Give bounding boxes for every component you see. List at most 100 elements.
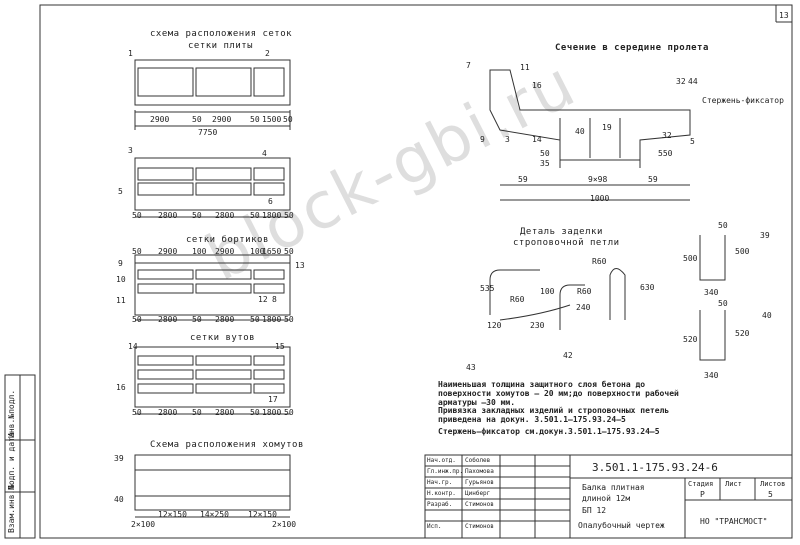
callout-39: 39 (114, 454, 124, 463)
slab-mesh-title: сетки плиты (188, 41, 254, 51)
dim: 1000 (590, 194, 610, 203)
callout: 3 (505, 135, 510, 144)
dim: 1650 (262, 247, 282, 256)
dim-1500: 1500 (262, 115, 282, 124)
dim: 2900 (158, 247, 178, 256)
item-name-4: Опалубочный чертеж (578, 521, 665, 530)
callout-11: 11 (116, 296, 126, 305)
vut-mesh-title: сетки вутов (190, 333, 256, 343)
dim: 50 (250, 315, 260, 324)
dim: 520 (735, 329, 750, 338)
note-embed: Привязка закладных изделий и строповочны… (438, 406, 670, 425)
dim: 50 (132, 247, 142, 256)
role: Гл.инж.пр. (427, 468, 464, 475)
callout: 5 (690, 137, 695, 146)
callout: 16 (532, 81, 542, 90)
dim: 14×250 (200, 510, 229, 519)
dim: 340 (704, 371, 719, 380)
dim: 230 (530, 321, 545, 330)
dim: 50 (718, 299, 728, 308)
dim: 630 (640, 283, 655, 292)
dim: 12×150 (248, 510, 277, 519)
dim: 2900 (215, 247, 235, 256)
callout: 9 (480, 135, 485, 144)
callout: 39 (760, 231, 770, 240)
sheet-frame (39, 4, 793, 539)
doc-code: 3.501.1-175.93.24-6 (592, 461, 718, 474)
dim: 2×100 (131, 520, 156, 529)
callout-3: 3 (128, 146, 133, 155)
dim: R60 (577, 287, 592, 296)
item-name-3: БП 12 (582, 506, 607, 515)
callout: 14 (532, 135, 542, 144)
dim-2900b: 2900 (212, 115, 232, 124)
dim: 50 (250, 211, 260, 220)
dim-2900a: 2900 (150, 115, 170, 124)
callout: 32 (662, 131, 672, 140)
dim: 2×100 (272, 520, 297, 529)
callout-4: 4 (262, 149, 267, 158)
sidebar-label-inv: Инв.№подл. (7, 389, 16, 438)
sheet-label: Лист (725, 480, 742, 488)
callout-15: 15 (275, 342, 285, 351)
person: Стимонов (465, 523, 494, 530)
callout: 11 (520, 63, 530, 72)
dim: 50 (284, 247, 294, 256)
dim: 500 (683, 254, 698, 263)
person: Стимонов (465, 501, 494, 508)
dim: 2800 (158, 315, 178, 324)
role: Нач.гр. (427, 479, 453, 486)
section-title: Сечение в середине пролета (555, 43, 709, 53)
dim: 50 (250, 408, 260, 417)
side-mesh-title: сетки бортиков (186, 235, 269, 245)
note-fixer: Стержень–фиксатор см.докун.3.501.1–175.9… (438, 427, 660, 436)
callout: 19 (602, 123, 612, 132)
person: Цинберг (465, 490, 491, 497)
person: Пахомова (465, 468, 494, 475)
role: Нач.отд. (427, 457, 456, 464)
role: Исп. (427, 523, 442, 530)
dim: 50 (284, 315, 294, 324)
dim: 1800 (262, 315, 282, 324)
stage-label: Стадия (688, 480, 714, 488)
callout: 32 (676, 77, 686, 86)
dim: 50 (132, 408, 142, 417)
dim: 100 (192, 247, 207, 256)
dim: 50 (284, 211, 294, 220)
callout: 7 (466, 61, 471, 70)
role: Н.контр. (427, 490, 456, 497)
dim: 535 (480, 284, 495, 293)
dim: 50 (132, 315, 142, 324)
dim: 340 (704, 288, 719, 297)
dim: 2800 (215, 408, 235, 417)
dim: 2800 (158, 211, 178, 220)
scheme-title: схема расположения сеток (150, 29, 293, 39)
dim-50a: 50 (192, 115, 202, 124)
sidebar-label-sign: Подп. и дата (7, 432, 16, 490)
callout-17: 17 (268, 395, 278, 404)
dim: 50 (540, 149, 550, 158)
page-number: 13 (779, 11, 789, 20)
dim: 9×98 (588, 175, 608, 184)
dim: 100 (540, 287, 555, 296)
dim: 50 (718, 221, 728, 230)
dim: 42 (563, 351, 573, 360)
callout-13: 13 (295, 261, 305, 270)
callout-14: 14 (128, 342, 138, 351)
dim: 59 (518, 175, 528, 184)
dim: 35 (540, 159, 550, 168)
dim-total: 7750 (198, 128, 218, 137)
fixer-rod-label: Стержень-фиксатор (702, 96, 784, 105)
person: Гурьянов (465, 479, 494, 486)
callout-6: 6 (268, 197, 273, 206)
dim: 1800 (262, 211, 282, 220)
dim: 50 (192, 211, 202, 220)
dim-50b: 50 (250, 115, 260, 124)
dim: 50 (192, 315, 202, 324)
item-name-1: Балка плитная (582, 483, 645, 492)
item-name-2: длиной 12м (582, 494, 631, 503)
organization: НО "ТРАНСМОСТ" (700, 517, 768, 526)
dim-50c: 50 (283, 115, 293, 124)
dim: 550 (658, 149, 673, 158)
